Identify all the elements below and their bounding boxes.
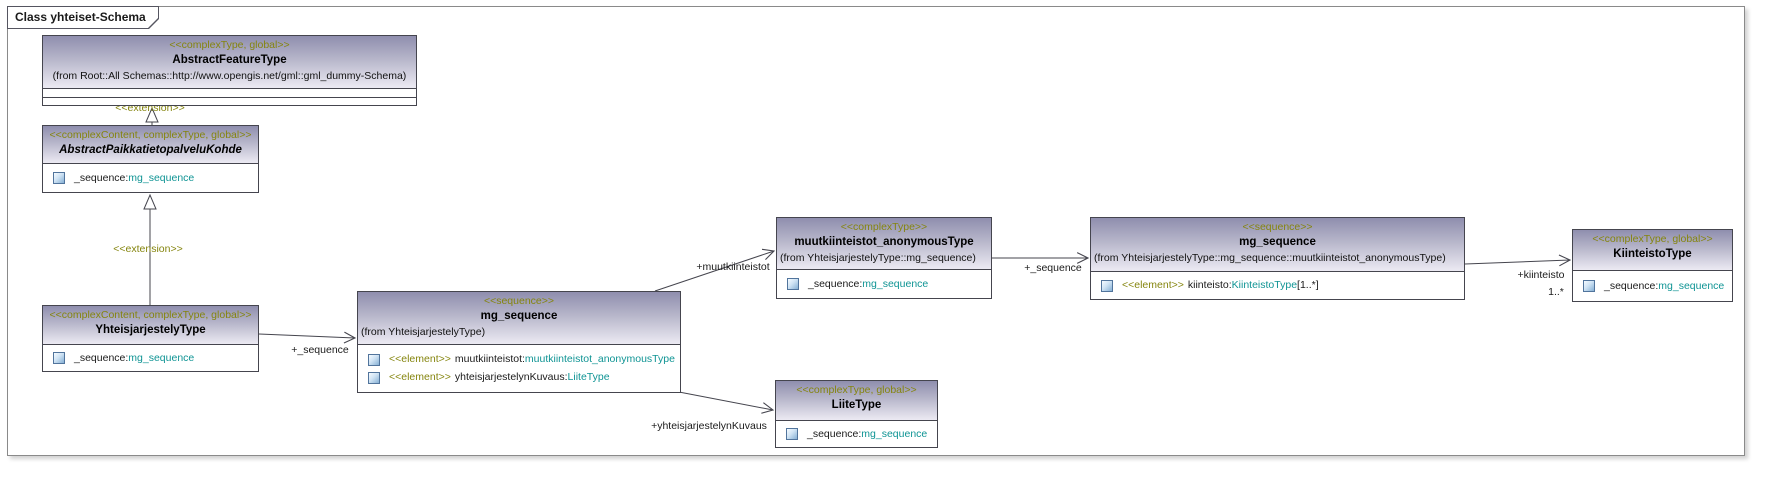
class-name: KiinteistoType bbox=[1613, 248, 1692, 260]
class-stereotype: <<complexContent, complexType, global>> bbox=[49, 309, 252, 321]
attributes-compartment: _sequence:mg_sequence bbox=[43, 163, 258, 192]
class-stereotype: <<complexType>> bbox=[840, 221, 928, 233]
attribute-row[interactable]: _sequence:mg_sequence bbox=[1573, 280, 1732, 293]
attribute-stereotype: <<element>> bbox=[389, 371, 451, 383]
attributes-compartment-empty bbox=[43, 88, 416, 97]
class-stereotype: <<sequence>> bbox=[483, 295, 555, 307]
attributes-compartment: _sequence:mg_sequence bbox=[1573, 270, 1732, 301]
class-name: LiiteType bbox=[831, 399, 882, 411]
class-mg-sequence-inner[interactable]: <<sequence>> mg_sequence (from Yhteisjar… bbox=[1090, 217, 1465, 300]
attribute-type: mg_sequence bbox=[128, 171, 195, 184]
class-origin: (from YhteisjarjestelyType::mg_sequence:… bbox=[1094, 252, 1446, 264]
class-name: AbstractFeatureType bbox=[172, 54, 287, 66]
attribute-name: _sequence: bbox=[1604, 279, 1659, 292]
attribute-text: _sequence:mg_sequence bbox=[74, 352, 194, 365]
attribute-text: _sequence:mg_sequence bbox=[808, 278, 928, 291]
attribute-multiplicity: [1..*] bbox=[1297, 279, 1319, 291]
attributes-compartment: _sequence:mg_sequence bbox=[776, 420, 937, 447]
attributes-compartment: <<element>>muutkiinteistot:muutkiinteist… bbox=[358, 344, 680, 392]
attribute-row[interactable]: _sequence:mg_sequence bbox=[777, 278, 991, 291]
diagram-title: Class yhteiset-Schema bbox=[8, 7, 158, 28]
class-stereotype: <<sequence>> bbox=[1242, 221, 1313, 233]
attribute-icon bbox=[368, 353, 380, 366]
class-stereotype: <<complexContent, complexType, global>> bbox=[49, 129, 252, 141]
attribute-type: mg_sequence bbox=[128, 351, 195, 364]
sequence-2-label: +_sequence bbox=[1024, 262, 1082, 274]
attribute-text: _sequence:mg_sequence bbox=[807, 428, 927, 441]
class-stereotype: <<complexType, global>> bbox=[1592, 233, 1713, 245]
class-name: muutkiinteistot_anonymousType bbox=[794, 236, 974, 248]
attribute-row[interactable]: _sequence:mg_sequence bbox=[43, 172, 258, 185]
attribute-type: KiinteistoType bbox=[1231, 279, 1298, 291]
diagram-frame-tab: Class yhteiset-Schema bbox=[7, 6, 159, 29]
class-mg-sequence-main[interactable]: <<sequence>> mg_sequence (from Yhteisjar… bbox=[357, 291, 681, 393]
class-origin: (from YhteisjarjestelyType) bbox=[361, 326, 486, 338]
class-yhteisjarjestelytype[interactable]: <<complexContent, complexType, global>> … bbox=[42, 305, 259, 372]
attribute-type: mg_sequence bbox=[862, 277, 929, 290]
attributes-compartment: <<element>>kiinteisto:KiinteistoType[1..… bbox=[1091, 271, 1464, 299]
class-stereotype: <<complexType, global>> bbox=[169, 39, 290, 51]
class-muutkiinteistot-anonymoustype[interactable]: <<complexType>> muutkiinteistot_anonymou… bbox=[776, 217, 992, 299]
muutkiinteistot-label: +muutkiinteistot bbox=[696, 261, 770, 273]
attribute-type: mg_sequence bbox=[861, 427, 928, 440]
class-abstractpaikkatietopalvelukohde[interactable]: <<complexContent, complexType, global>> … bbox=[42, 125, 259, 193]
attribute-icon bbox=[786, 428, 798, 440]
kiinteisto-multiplicity: 1..* bbox=[1548, 286, 1564, 298]
class-kiinteistotype[interactable]: <<complexType, global>> KiinteistoType _… bbox=[1572, 229, 1733, 302]
attribute-row[interactable]: <<element>>yhteisjarjestelynKuvaus:Liite… bbox=[358, 371, 680, 384]
attribute-type: muutkiinteistot_anonymousType bbox=[524, 353, 675, 365]
attribute-row[interactable]: <<element>>muutkiinteistot:muutkiinteist… bbox=[358, 353, 680, 366]
attribute-text: <<element>>yhteisjarjestelynKuvaus:Liite… bbox=[389, 371, 610, 384]
attributes-compartment: _sequence:mg_sequence bbox=[777, 269, 991, 298]
attribute-text: _sequence:mg_sequence bbox=[1604, 280, 1724, 293]
attribute-name: _sequence: bbox=[74, 171, 129, 184]
attribute-icon bbox=[1583, 280, 1595, 292]
class-name: mg_sequence bbox=[480, 310, 558, 322]
class-abstractfeaturetype[interactable]: <<complexType, global>> AbstractFeatureT… bbox=[42, 35, 417, 106]
attribute-icon bbox=[787, 278, 799, 290]
attribute-name: yhteisjarjestelynKuvaus: bbox=[454, 371, 568, 383]
attribute-stereotype: <<element>> bbox=[389, 353, 451, 365]
sequence-1-label: +_sequence bbox=[291, 344, 349, 356]
attribute-stereotype: <<element>> bbox=[1122, 279, 1184, 291]
attribute-icon bbox=[368, 371, 380, 384]
operations-compartment-empty bbox=[43, 97, 416, 105]
class-name: mg_sequence bbox=[1239, 236, 1316, 248]
attribute-name: _sequence: bbox=[808, 277, 863, 290]
attribute-text: _sequence:mg_sequence bbox=[74, 172, 194, 185]
attribute-icon bbox=[53, 172, 65, 184]
yhteisjarjestelynkuvaus-label: +yhteisjarjestelynKuvaus bbox=[651, 420, 767, 432]
extension-2-label: <<extension>> bbox=[113, 243, 183, 255]
attribute-text: <<element>>kiinteisto:KiinteistoType[1..… bbox=[1122, 279, 1319, 292]
class-origin: (from YhteisjarjestelyType::mg_sequence) bbox=[780, 252, 976, 264]
attribute-row[interactable]: _sequence:mg_sequence bbox=[776, 428, 937, 441]
class-stereotype: <<complexType, global>> bbox=[796, 384, 917, 396]
attribute-name: kiinteisto: bbox=[1187, 279, 1232, 291]
attribute-name: _sequence: bbox=[74, 351, 129, 364]
attribute-name: _sequence: bbox=[807, 427, 862, 440]
attribute-type: LiiteType bbox=[567, 371, 610, 383]
class-liitetype[interactable]: <<complexType, global>> LiiteType _seque… bbox=[775, 380, 938, 448]
class-name: YhteisjarjestelyType bbox=[95, 324, 206, 336]
kiinteisto-label: +kiinteisto bbox=[1517, 269, 1565, 281]
attribute-icon bbox=[53, 352, 65, 364]
class-name: AbstractPaikkatietopalveluKohde bbox=[59, 144, 242, 156]
attribute-row[interactable]: _sequence:mg_sequence bbox=[43, 352, 258, 365]
attributes-compartment: _sequence:mg_sequence bbox=[43, 344, 258, 371]
class-origin: (from Root::All Schemas::http://www.open… bbox=[52, 70, 407, 82]
attribute-icon bbox=[1101, 279, 1113, 292]
attribute-row[interactable]: <<element>>kiinteisto:KiinteistoType[1..… bbox=[1091, 279, 1464, 292]
attribute-name: muutkiinteistot: bbox=[454, 353, 525, 365]
attribute-type: mg_sequence bbox=[1658, 279, 1725, 292]
attribute-text: <<element>>muutkiinteistot:muutkiinteist… bbox=[389, 353, 675, 366]
